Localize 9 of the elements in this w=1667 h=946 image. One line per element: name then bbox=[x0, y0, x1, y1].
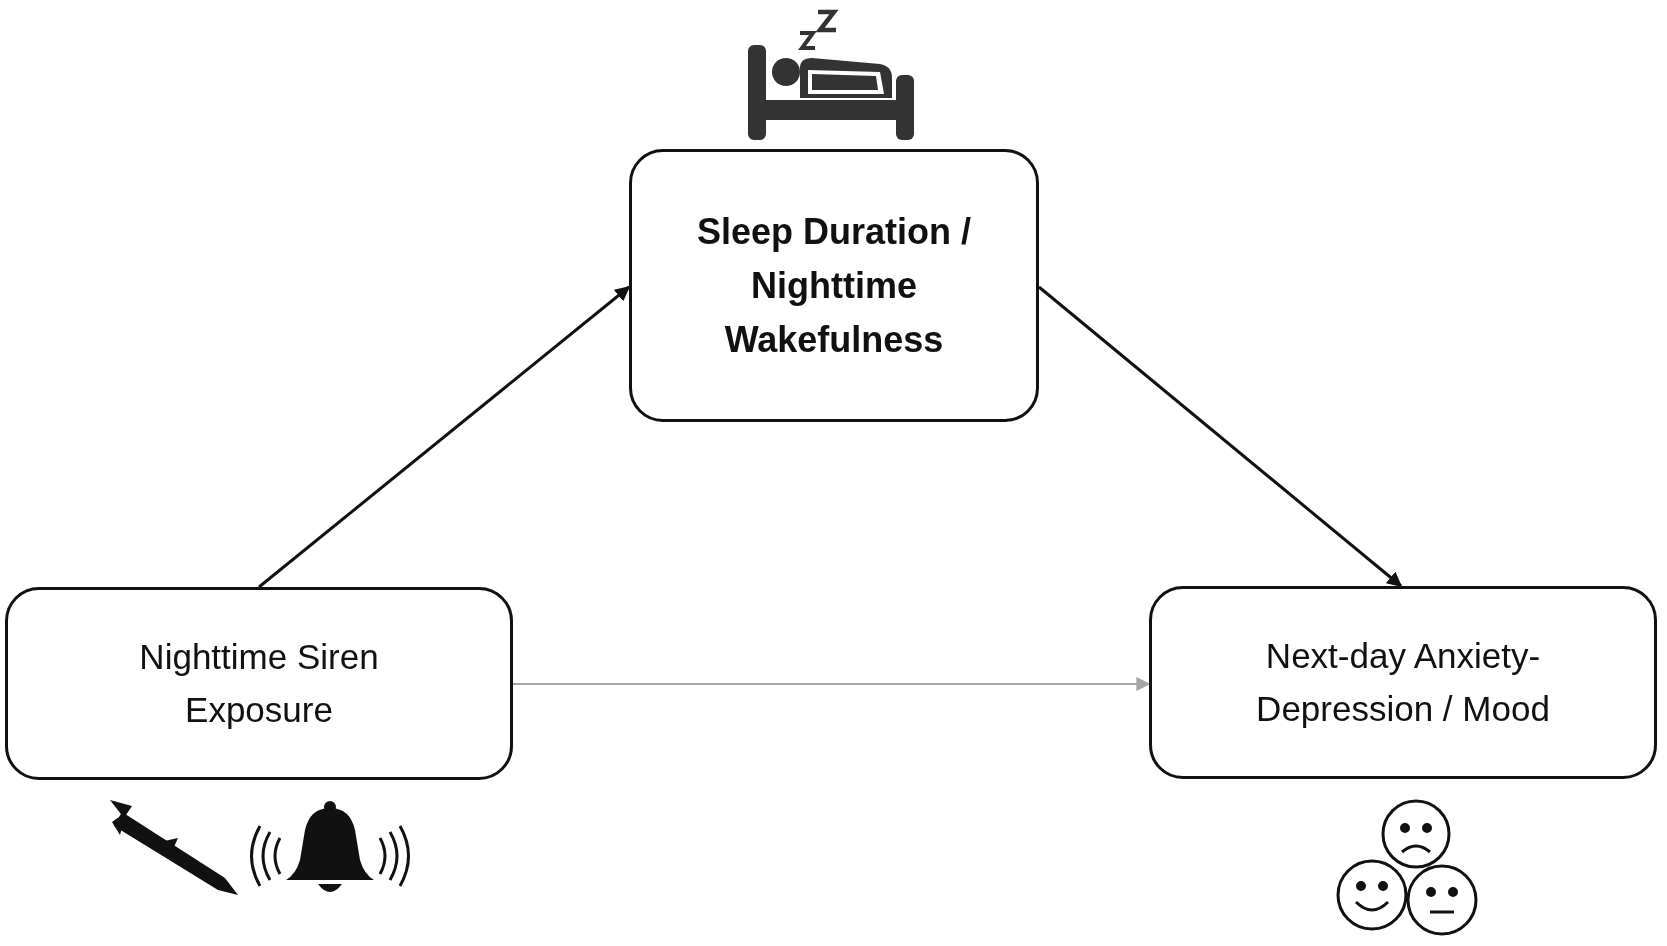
box-label: Nighttime Siren Exposure bbox=[138, 636, 380, 731]
box-label: Next-day Anxiety-Depression / Mood bbox=[1255, 635, 1551, 730]
arrow bbox=[512, 677, 1151, 691]
arrow bbox=[258, 285, 631, 589]
rounded-box bbox=[629, 149, 1039, 422]
box-label: Sleep Duration / Nighttime Wakefulness bbox=[695, 209, 972, 362]
rounded-box bbox=[1149, 586, 1657, 779]
arrow bbox=[1038, 285, 1403, 588]
rounded-box bbox=[5, 587, 513, 780]
